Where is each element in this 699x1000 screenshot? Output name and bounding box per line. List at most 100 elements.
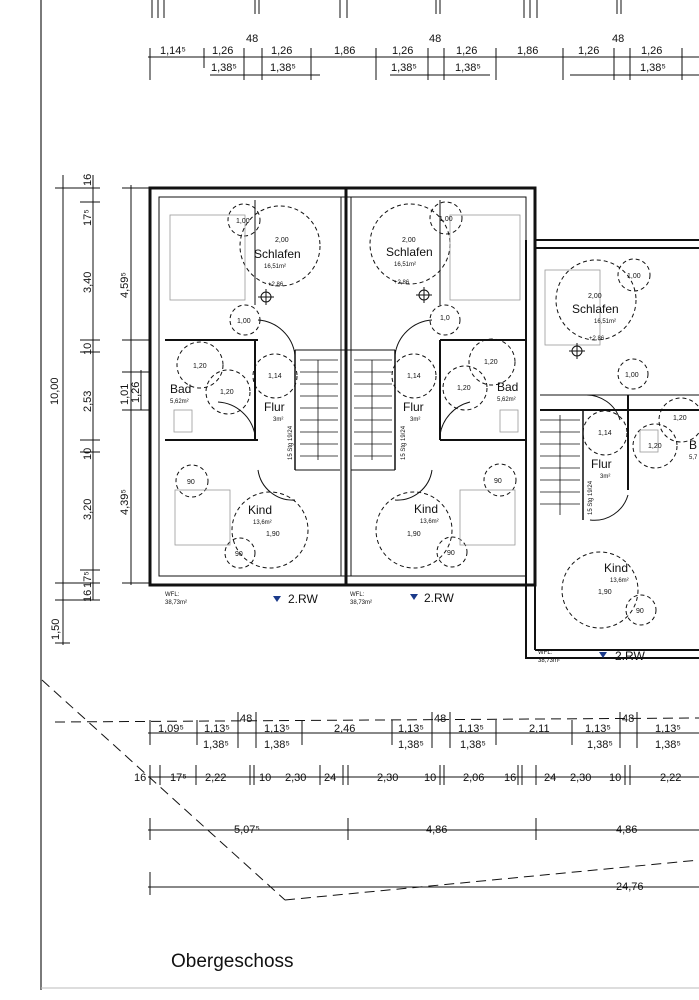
dim-top-1: 1,26 [212, 45, 233, 57]
u3-c100-b: 1,00 [625, 372, 639, 379]
u2-kind-area: 13,6m² [420, 519, 439, 525]
u1-c90-a: 90 [187, 479, 195, 486]
dim-left-126: 1,26 [130, 382, 142, 403]
u3-schlafen-circle: 2,00 [588, 293, 602, 300]
u3-rw-arrow-icon [599, 652, 607, 658]
dim-bot1-0: 1,09⁵ [158, 723, 184, 735]
dim-bot2-3: 10 [259, 772, 271, 784]
dim-bot2-2: 2,22 [205, 772, 226, 784]
dim-bot1-sub-1: 1,38⁵ [264, 739, 290, 751]
dim-left-total: 10,00 [49, 377, 61, 405]
u2-stair: 15 Stg 19/24 [401, 425, 407, 460]
unit-2-labels: 2,00 Schlafen 16,51m² +2,86 1,00 1,0 1,2… [350, 216, 518, 606]
u1-bad: Bad [170, 382, 191, 396]
u3-flur: Flur [591, 457, 612, 471]
dim-bot2-7: 10 [424, 772, 436, 784]
u1-c120-a: 1,20 [193, 363, 207, 370]
dim-top-48-c: 48 [612, 33, 624, 45]
u2-schlafen-area: 16,51m² [394, 262, 416, 268]
staircase-unit-1 [300, 359, 338, 460]
u2-schlafen-circle: 2,00 [402, 237, 416, 244]
dim-bot1-sub-4: 1,38⁵ [587, 739, 613, 751]
left-dimension-chain [55, 175, 150, 645]
dim-top-8: 1,26 [641, 45, 662, 57]
u2-c120-b: 1,20 [457, 385, 471, 392]
u2-flur: Flur [403, 400, 424, 414]
u2-c10: 1,0 [440, 315, 450, 322]
dim-bot1-2: 1,13⁵ [264, 723, 290, 735]
u2-bad-area: 5,62m² [497, 397, 516, 403]
dim-bot2-4: 2,30 [285, 772, 306, 784]
dim-left-459: 4,59⁵ [119, 272, 131, 298]
dim-bot1-8: 1,13⁵ [655, 723, 681, 735]
u3-flur-area: 3m² [600, 474, 610, 480]
u3-c114: 1,14 [598, 430, 612, 437]
u3-wfl: WFL: [538, 650, 553, 656]
staircase-unit-3 [540, 415, 580, 515]
dim-bot2-12: 10 [609, 772, 621, 784]
u2-c114: 1,14 [407, 373, 421, 380]
u3-wfl-area: 38,73m² [538, 658, 560, 664]
u2-height: +2,86 [394, 280, 410, 286]
dim-left-175-top: 17⁵ [82, 209, 94, 226]
dim-bot2-5: 24 [324, 772, 336, 784]
drawing-title: Obergeschoss [171, 951, 294, 972]
height-markers [258, 287, 585, 359]
dim-bot2-8: 2,06 [463, 772, 484, 784]
bottom-dimension-labels: 1,09⁵ 1,13⁵ 1,13⁵ 2,46 1,13⁵ 1,13⁵ 2,11 … [134, 713, 681, 893]
dim-bot1-5: 1,13⁵ [458, 723, 484, 735]
u3-kind: Kind [604, 561, 628, 575]
dim-top-sub-0: 1,38⁵ [211, 62, 237, 74]
building-walls [148, 186, 699, 659]
dim-bot2-1: 17⁵ [170, 772, 187, 784]
dim-top-sub-1: 1,38⁵ [270, 62, 296, 74]
top-dimension-chain [148, 48, 699, 80]
u2-c100-a: 1,00 [439, 216, 453, 223]
u1-height: +2,86 [268, 282, 284, 288]
dim-top-5: 1,26 [456, 45, 477, 57]
dim-bot1-sub-0: 1,38⁵ [203, 739, 229, 751]
u1-schlafen-circle: 2,00 [275, 237, 289, 244]
dim-bot3-2: 4,86 [616, 824, 637, 836]
u1-wfl-area: 38,73m² [165, 600, 187, 606]
u3-rw: 2.RW [615, 649, 645, 663]
dim-top-2: 1,26 [271, 45, 292, 57]
u1-flur: Flur [264, 400, 285, 414]
dim-left-10-b: 10 [82, 448, 94, 460]
unit-1-labels: 2,00 Schlafen 16,51m² +2,86 1,00 1,00 1,… [165, 218, 318, 606]
dim-bot2-13: 2,22 [660, 772, 681, 784]
u1-kind-area: 13,6m² [253, 520, 272, 526]
dim-left-16-bot: 16 [82, 590, 94, 602]
dim-left-253: 2,53 [82, 391, 94, 412]
dim-top-sub-4: 1,38⁵ [640, 62, 666, 74]
dim-bot3-1: 4,86 [426, 824, 447, 836]
u2-kind: Kind [414, 502, 438, 516]
u3-c120-a: 1,20 [648, 443, 662, 450]
u3-c120-b: 1,20 [673, 415, 687, 422]
dim-bot1-sub-2: 1,38⁵ [398, 739, 424, 751]
turning-circles [175, 201, 699, 629]
u1-kind-circle: 1,90 [266, 531, 280, 538]
u3-stair: 15 Stg 19/24 [588, 480, 594, 515]
dim-bot2-6: 2,30 [377, 772, 398, 784]
dim-bot3-0: 5,07⁵ [234, 824, 260, 836]
unit-3-labels: 2,00 Schlafen 16,51m² +2,86 1,00 1,00 1,… [538, 273, 698, 664]
dim-bot1-3: 2,46 [334, 723, 355, 735]
dim-bot-total: 24,76 [616, 881, 644, 893]
dim-top-sub-3: 1,38⁵ [455, 62, 481, 74]
window-marks [175, 187, 515, 586]
dim-left-101: 1,01 [119, 384, 131, 405]
dim-top-0: 1,14⁵ [160, 45, 186, 57]
dim-bot-48-a: 48 [240, 713, 252, 725]
top-dimension-labels: 1,14⁵ 1,26 1,26 1,86 1,26 1,26 1,86 1,26… [160, 33, 666, 74]
u2-c90-b: 90 [447, 550, 455, 557]
dim-bot2-9: 16 [504, 772, 516, 784]
staircase-unit-2 [354, 359, 392, 460]
u3-kind-circle: 1,90 [598, 589, 612, 596]
dim-top-48-a: 48 [246, 33, 258, 45]
dim-bot1-sub-5: 1,38⁵ [655, 739, 681, 751]
dim-bot2-11: 2,30 [570, 772, 591, 784]
u2-bad: Bad [497, 380, 518, 394]
u2-kind-circle: 1,90 [407, 531, 421, 538]
dim-bot1-6: 2,11 [529, 723, 550, 735]
